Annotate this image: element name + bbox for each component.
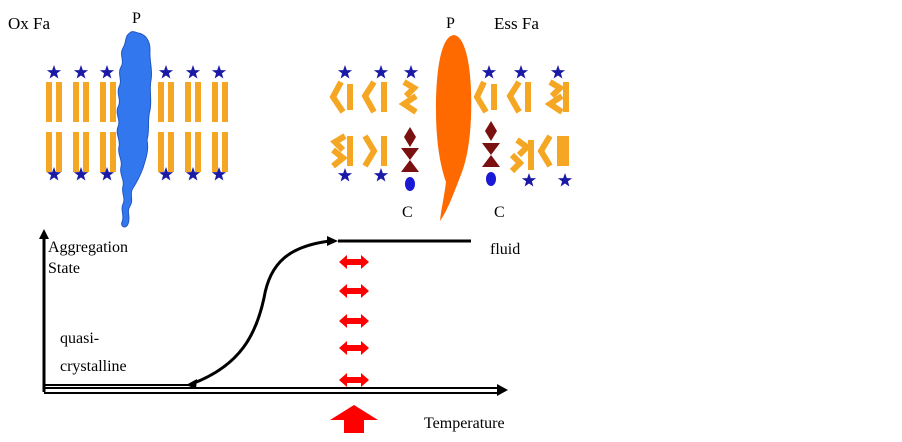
headgroup-star-icon: [337, 168, 353, 182]
kinked-lipid-tail: [362, 134, 378, 168]
y-axis-label-line2: State: [48, 260, 80, 277]
headgroup-star-icon: [185, 167, 201, 181]
headgroup-star-icon: [403, 65, 419, 79]
low-state-label-line1: quasi-: [60, 330, 99, 347]
headgroup-star-icon: [211, 167, 227, 181]
kinked-lipid-tail: [398, 93, 418, 115]
fluctuation-arrows: [339, 255, 369, 387]
lipid-tail: [83, 82, 89, 122]
headgroup-star-icon: [211, 65, 227, 79]
lipid-tail: [46, 132, 52, 172]
headgroup-star-icon: [550, 65, 566, 79]
cholesterol-left-icon: [401, 127, 419, 191]
phase-transition-curve: [193, 239, 331, 385]
lipid-tail: [100, 132, 106, 172]
left-membrane: Ox Fa: [8, 10, 228, 228]
left-membrane-title: Ox Fa: [8, 14, 50, 33]
high-state-label: fluid: [490, 241, 520, 258]
lipid-tail: [185, 132, 191, 172]
lipid-tail: [195, 132, 201, 172]
kinked-lipid-tail: [402, 79, 419, 99]
double-arrow-icon: [339, 284, 369, 298]
headgroup-star-icon: [521, 173, 537, 187]
lipid-tail: [185, 82, 191, 122]
double-arrow-icon: [339, 314, 369, 328]
double-arrow-icon: [339, 341, 369, 355]
y-axis-arrowhead-icon: [39, 229, 49, 239]
kinked-lipid-tail: [544, 93, 564, 115]
y-axis-label-line1: Aggregation: [48, 239, 128, 256]
right-bottom-headgroups: [337, 168, 573, 187]
cholesterol-label-right: C: [494, 204, 505, 221]
left-bottom-headgroups: [46, 167, 227, 181]
cholesterol-right-icon: [482, 121, 500, 186]
lipid-tail: [56, 82, 62, 122]
headgroup-star-icon: [373, 65, 389, 79]
lipid-tail: [222, 82, 228, 122]
left-top-headgroups: [46, 65, 227, 79]
lipid-tail: [168, 132, 174, 172]
lipid-tail: [158, 132, 164, 172]
headgroup-star-icon: [481, 65, 497, 79]
headgroup-star-icon: [373, 168, 389, 182]
lipid-tail: [168, 82, 174, 122]
right-membrane-title: Ess Fa: [494, 14, 539, 33]
kinked-lipid-tail: [515, 137, 532, 158]
right-bottom-tails: [330, 133, 569, 174]
right-membrane: Ess Fa: [329, 14, 573, 221]
lipid-tail: [83, 132, 89, 172]
lipid-tail: [222, 132, 228, 172]
kinked-lipid-tail: [537, 134, 553, 168]
left-top-tails: [46, 82, 228, 122]
kinked-lipid-tail: [509, 152, 525, 174]
double-arrow-icon: [339, 373, 369, 387]
lipid-tail: [212, 132, 218, 172]
temperature-up-arrow-icon: [330, 405, 378, 433]
x-axis-arrowhead-icon: [497, 384, 508, 396]
right-top-headgroups: [337, 65, 566, 79]
lipid-tail: [195, 82, 201, 122]
headgroup-star-icon: [337, 65, 353, 79]
lipid-tail: [73, 82, 79, 122]
lipid-tail: [73, 132, 79, 172]
left-bottom-tails: [46, 132, 228, 172]
kinked-lipid-tail: [361, 80, 377, 114]
left-protein-icon: [116, 31, 153, 228]
kinked-lipid-tail: [548, 79, 565, 99]
kinked-lipid-tail: [473, 80, 489, 114]
phase-graph: Aggregation State quasi- crystalline flu…: [39, 229, 520, 433]
kinked-lipid-tail: [331, 147, 348, 169]
lipid-tail: [56, 132, 62, 172]
kinked-lipid-tail: [330, 133, 347, 153]
headgroup-star-icon: [46, 65, 62, 79]
lipid-tail: [46, 82, 52, 122]
headgroup-star-icon: [557, 173, 573, 187]
right-protein-label: P: [446, 15, 455, 32]
lipid-tail: [110, 132, 116, 172]
headgroup-star-icon: [185, 65, 201, 79]
headgroup-star-icon: [158, 65, 174, 79]
cholesterol-label-left: C: [402, 204, 413, 221]
right-protein-icon: [436, 35, 472, 221]
headgroup-star-icon: [99, 65, 115, 79]
kinked-lipid-tail: [506, 80, 522, 114]
lipid-tail: [100, 82, 106, 122]
headgroup-star-icon: [513, 65, 529, 79]
left-protein-label: P: [132, 10, 141, 27]
curve-arrowhead-high-icon: [327, 236, 338, 246]
lipid-tail: [158, 82, 164, 122]
lipid-tail: [110, 82, 116, 122]
headgroup-star-icon: [46, 167, 62, 181]
double-arrow-icon: [339, 255, 369, 269]
kinked-lipid-tail: [329, 80, 346, 114]
headgroup-star-icon: [99, 167, 115, 181]
x-axis-label: Temperature: [424, 415, 505, 432]
lipid-tail: [212, 82, 218, 122]
headgroup-star-icon: [73, 65, 89, 79]
headgroup-star-icon: [73, 167, 89, 181]
low-state-label-line2: crystalline: [60, 358, 127, 375]
headgroup-star-icon: [158, 167, 174, 181]
right-top-tails: [329, 79, 569, 115]
